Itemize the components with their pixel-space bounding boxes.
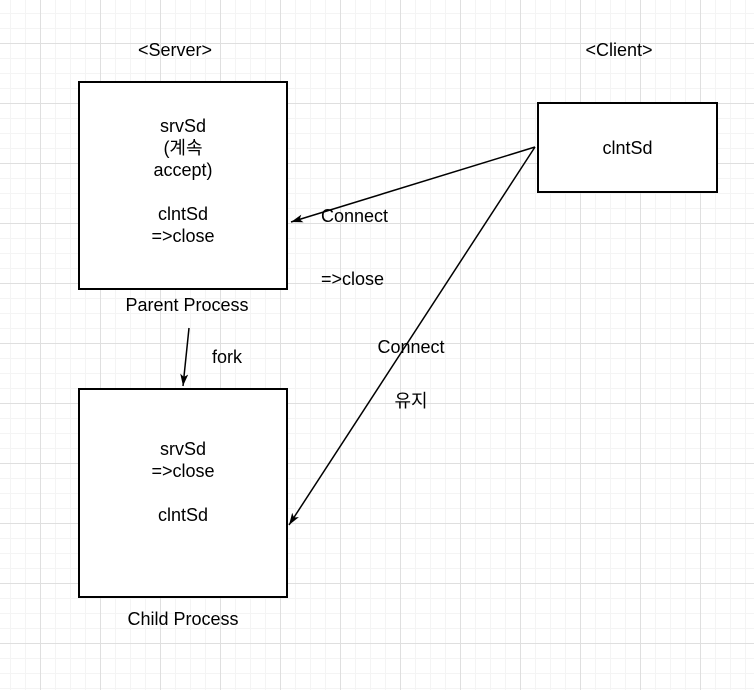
edge-label-connect-keep: Connect 유지 bbox=[351, 302, 471, 446]
parent-process-box: srvSd (계속 accept) clntSd =>close bbox=[78, 81, 288, 290]
client-box: clntSd bbox=[537, 102, 718, 193]
child-process-caption: Child Process bbox=[127, 609, 239, 629]
edge-label-fork: fork bbox=[212, 347, 243, 367]
client-title: <Client> bbox=[585, 40, 653, 60]
child-process-box: srvSd =>close clntSd bbox=[78, 388, 288, 598]
child-box-text-line: =>close bbox=[151, 461, 215, 481]
edge-label-connect-keep-line: Connect bbox=[377, 337, 445, 357]
edge-fork-arrow bbox=[180, 327, 190, 387]
parent-box-text-line: accept) bbox=[153, 159, 213, 180]
edge-label-connect-close-line: Connect bbox=[321, 206, 389, 226]
child-box-text-line: clntSd bbox=[157, 505, 209, 525]
client-box-text: clntSd bbox=[602, 137, 653, 158]
parent-box-text-line: clntSd bbox=[157, 203, 209, 224]
parent-process-caption: Parent Process bbox=[125, 295, 249, 315]
edge-label-connect-close-line: =>close bbox=[321, 269, 385, 289]
parent-box-text-line: (계속 bbox=[163, 137, 203, 158]
child-box-text-line: srvSd bbox=[159, 439, 206, 459]
parent-box-text-line: =>close bbox=[151, 225, 215, 246]
parent-box-text-line: srvSd bbox=[159, 115, 206, 136]
edge-label-connect-keep-line: 유지 bbox=[394, 391, 428, 411]
server-title: <Server> bbox=[137, 40, 213, 60]
